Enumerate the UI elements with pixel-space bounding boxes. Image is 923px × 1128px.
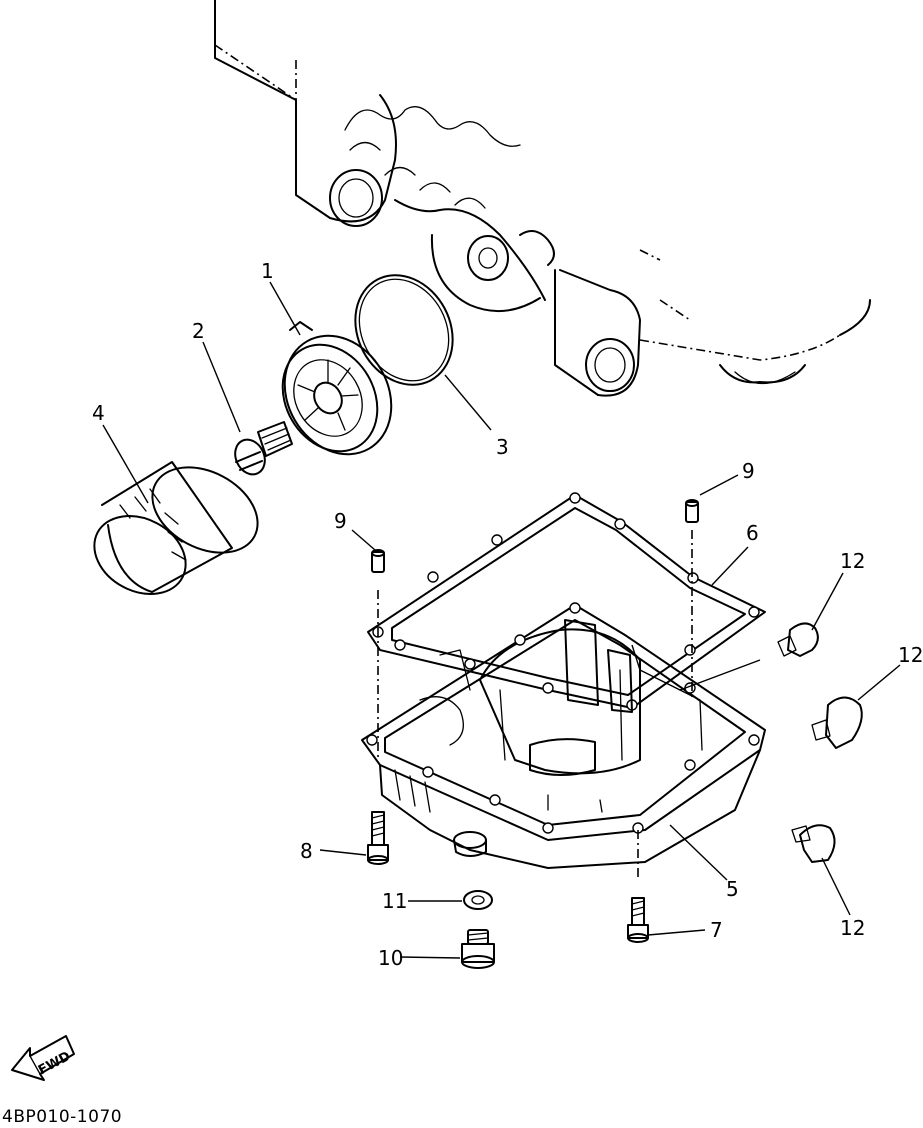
fwd-label: FWD [36,1049,73,1078]
callout-1: 1 [261,259,274,283]
callout-labels: 1 2 3 4 5 6 7 8 9 9 10 11 12 12 12 [92,259,923,970]
drain-plug [461,929,495,969]
callout-12-middle: 12 [898,643,923,667]
oil-pan [361,530,766,880]
oil-filter-housing [281,321,393,456]
forward-direction-arrow: FWD [11,1035,75,1081]
callout-9-left: 9 [334,509,347,533]
callout-12-top: 12 [840,549,865,573]
engine-crankcase [214,0,871,397]
leader-lines [102,281,901,959]
callout-6: 6 [746,521,759,545]
hose-clamps [777,622,863,863]
o-ring [354,274,454,386]
callout-10: 10 [378,946,403,970]
drawing-code: 4BP010-1070 [2,1107,122,1127]
callout-9-right: 9 [742,459,755,483]
callout-3: 3 [496,435,509,459]
dowel-pins [371,499,699,573]
callout-11: 11 [382,889,407,913]
oil-filter [93,461,259,595]
callout-7: 7 [710,918,723,942]
callout-4: 4 [92,401,105,425]
bolt-left [367,811,389,865]
union-bolt [234,421,293,476]
callout-2: 2 [192,319,205,343]
callout-8: 8 [300,839,313,863]
bolt-right [627,897,649,943]
drain-washer [463,890,493,910]
callout-5: 5 [726,877,739,901]
callout-12-bottom: 12 [840,916,865,940]
pan-bolt-holes [366,602,760,834]
